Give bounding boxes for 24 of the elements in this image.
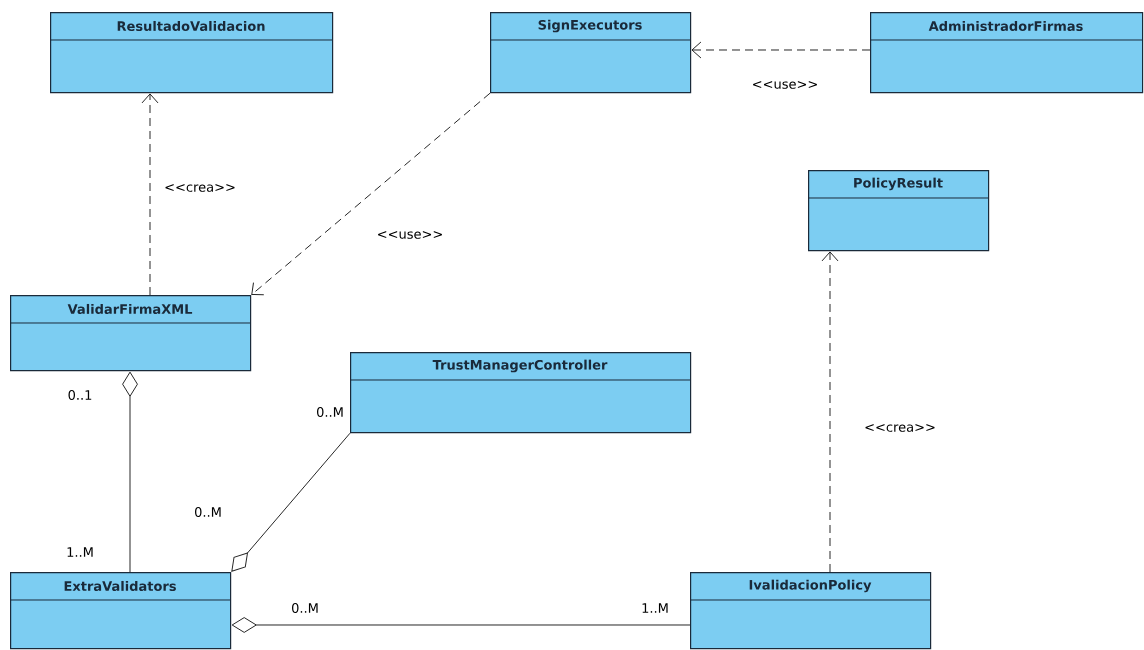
dependency-arrow	[141, 93, 159, 296]
class-box: TrustManagerController	[349, 352, 692, 434]
multiplicity-label: 0..M	[292, 603, 318, 613]
class-box: IvalidacionPolicy	[689, 572, 932, 650]
class-box: PolicyResult	[807, 170, 990, 252]
edge-label: <<use>>	[750, 80, 820, 90]
aggregation-line	[231, 432, 351, 572]
aggregation-line	[231, 617, 691, 633]
edge-label: <<use>>	[375, 230, 445, 240]
class-box: SignExecutors	[489, 12, 692, 94]
class-box: ValidarFirmaXML	[9, 295, 252, 372]
dependency-arrow	[691, 41, 871, 59]
class-box: ResultadoValidacion	[49, 12, 334, 94]
edge-label: <<crea>>	[163, 183, 237, 193]
class-box: AdministradorFirmas	[869, 12, 1144, 94]
multiplicity-label: 0..M	[195, 507, 221, 517]
class-box: ExtraValidators	[9, 572, 232, 650]
aggregation-line	[122, 371, 138, 573]
edge-label: <<crea>>	[863, 423, 937, 433]
dependency-arrow	[821, 251, 839, 573]
multiplicity-label: 0..1	[68, 390, 92, 400]
dependency-arrow	[251, 92, 491, 296]
multiplicity-label: 1..M	[67, 547, 93, 557]
multiplicity-label: 1..M	[642, 603, 668, 613]
